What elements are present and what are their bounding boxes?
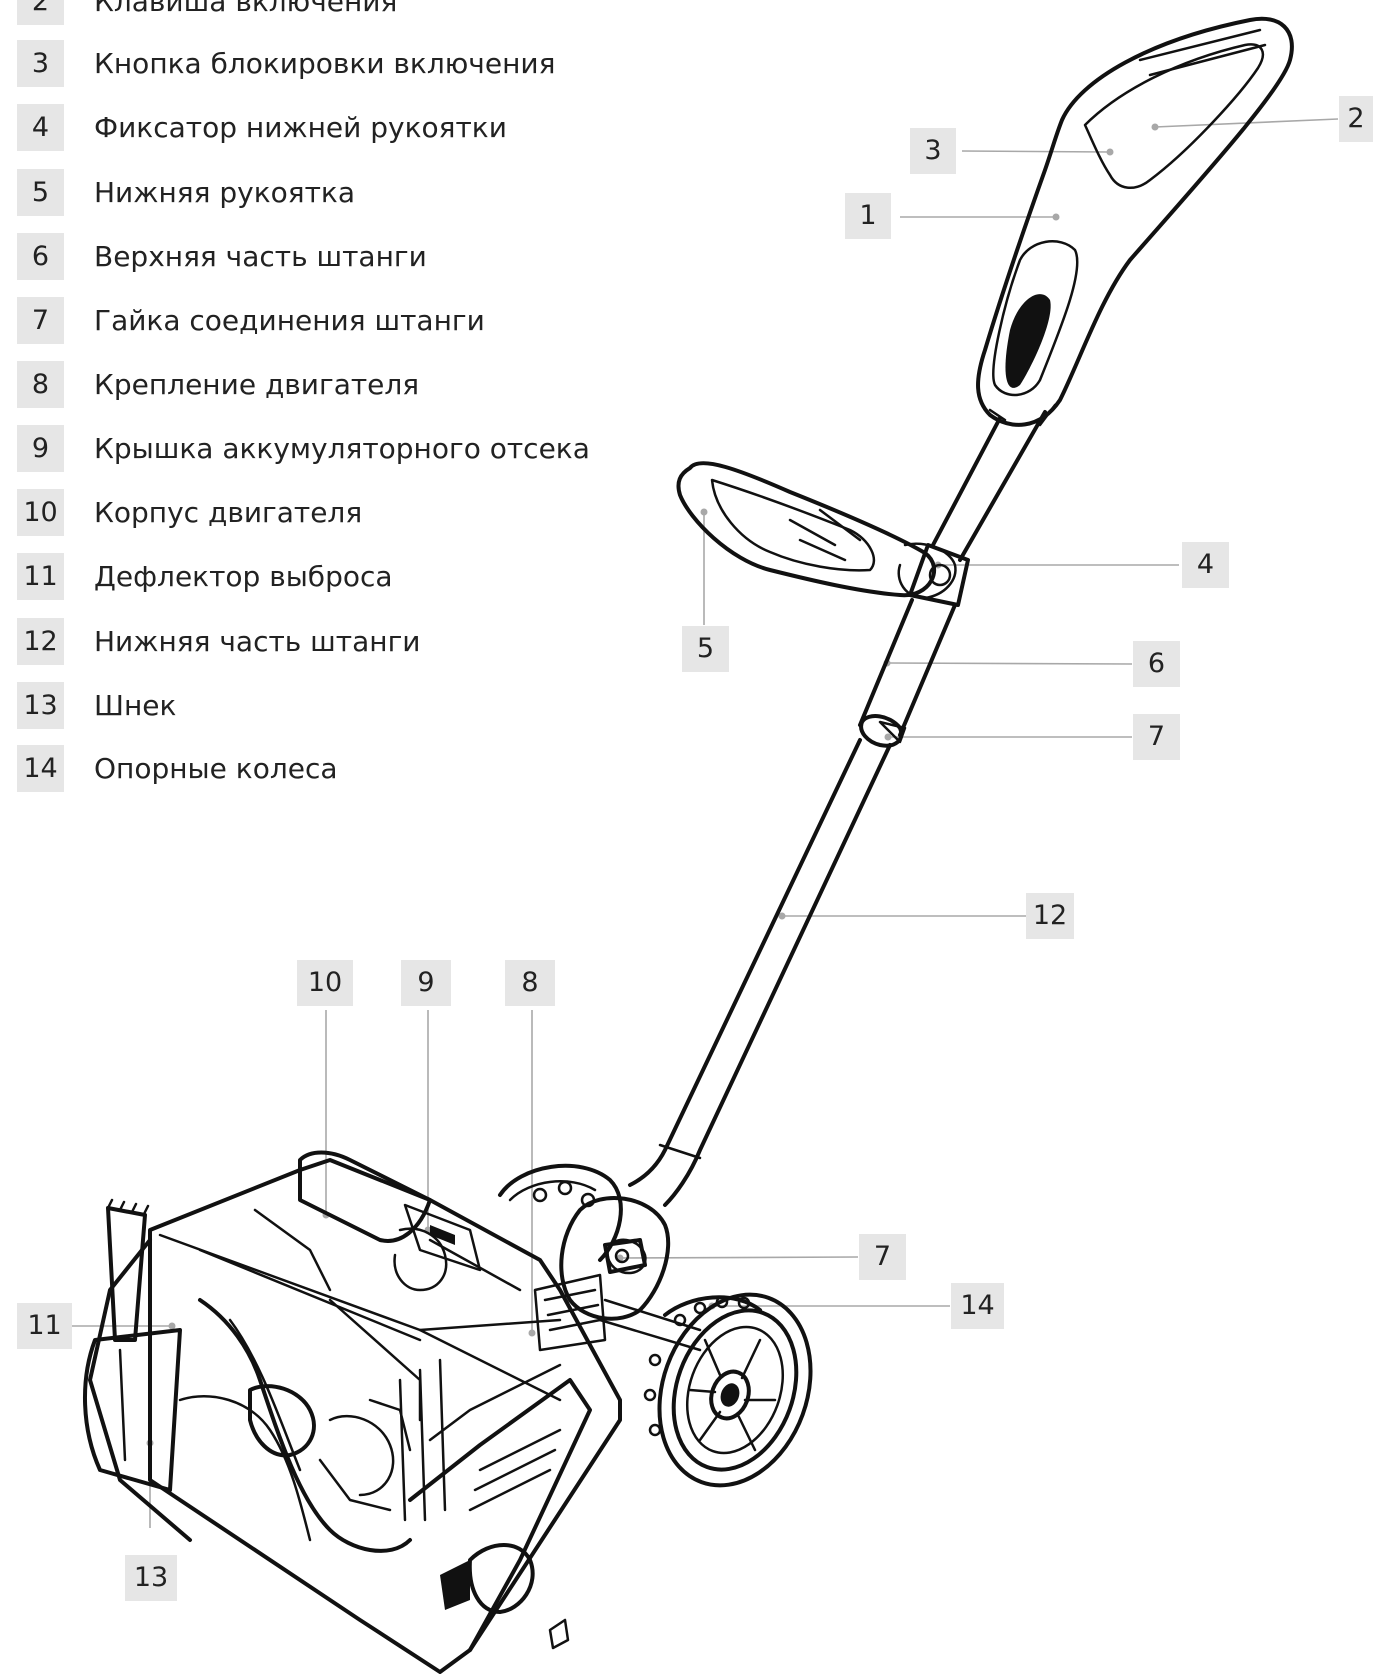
- legend-label: Корпус двигателя: [94, 496, 363, 529]
- leader-lines: [72, 118, 1339, 1528]
- callout-3: 3: [910, 128, 956, 174]
- legend-number: 9: [17, 425, 64, 472]
- callout-11: 11: [17, 1303, 72, 1349]
- legend-label: Фиксатор нижней рукоятки: [94, 111, 507, 144]
- legend-label: Нижняя рукоятка: [94, 176, 355, 209]
- legend-number: 12: [17, 618, 64, 665]
- legend-number: 2: [17, 0, 64, 25]
- legend-number: 7: [17, 297, 64, 344]
- legend-number: 10: [17, 489, 64, 536]
- legend-number: 14: [17, 745, 64, 792]
- legend-number: 13: [17, 682, 64, 729]
- handle-lock-collar: [908, 543, 970, 607]
- callout-1: 1: [845, 193, 891, 239]
- callout-5: 5: [682, 626, 729, 672]
- legend-label: Кнопка блокировки включения: [94, 47, 556, 80]
- lower-shaft-nut: [603, 1238, 647, 1274]
- callout-2: 2: [1339, 96, 1373, 142]
- discharge-deflector: [83, 1198, 182, 1492]
- callout-8: 8: [505, 960, 555, 1006]
- lower-handle: [676, 461, 957, 600]
- legend-label: Верхняя часть штанги: [94, 240, 427, 273]
- upper-handle: [976, 16, 1294, 427]
- callout-4: 4: [1182, 542, 1229, 588]
- intake-mouth: [88, 1238, 592, 1652]
- legend-label: Шнек: [94, 689, 177, 722]
- callout-7-lower: 7: [859, 1234, 906, 1280]
- legend-number: 11: [17, 553, 64, 600]
- legend-number: 5: [17, 169, 64, 216]
- lower-shaft: [628, 738, 892, 1207]
- middle-shaft: [858, 598, 957, 748]
- battery-cover: [403, 1203, 482, 1272]
- auger: [178, 1298, 412, 1553]
- legend-label: Клавиша включения: [94, 0, 398, 18]
- motor-mount: [533, 1196, 702, 1352]
- legend-number: 6: [17, 233, 64, 280]
- legend-number: 8: [17, 361, 64, 408]
- upper-shaft: [931, 410, 1047, 562]
- front-wheel: [643, 1292, 813, 1488]
- callout-10: 10: [297, 960, 353, 1006]
- callout-6: 6: [1133, 641, 1180, 687]
- callout-14: 14: [951, 1283, 1004, 1329]
- callout-7-upper: 7: [1133, 714, 1180, 760]
- legend-label: Опорные колеса: [94, 752, 338, 785]
- motor-housing: [148, 1150, 622, 1674]
- callout-9: 9: [401, 960, 451, 1006]
- legend-label: Гайка соединения штанги: [94, 304, 485, 337]
- legend-label: Крышка аккумуляторного отсека: [94, 432, 590, 465]
- callout-12: 12: [1026, 893, 1074, 939]
- legend-label: Крепление двигателя: [94, 368, 420, 401]
- callout-13: 13: [125, 1555, 177, 1601]
- legend-number: 3: [17, 40, 64, 87]
- legend-number: 4: [17, 104, 64, 151]
- legend-label: Дефлектор выброса: [94, 560, 393, 593]
- parts-legend: 2 Клавиша включения 3 Кнопка блокировки …: [0, 0, 640, 800]
- legend-label: Нижняя часть штанги: [94, 625, 421, 658]
